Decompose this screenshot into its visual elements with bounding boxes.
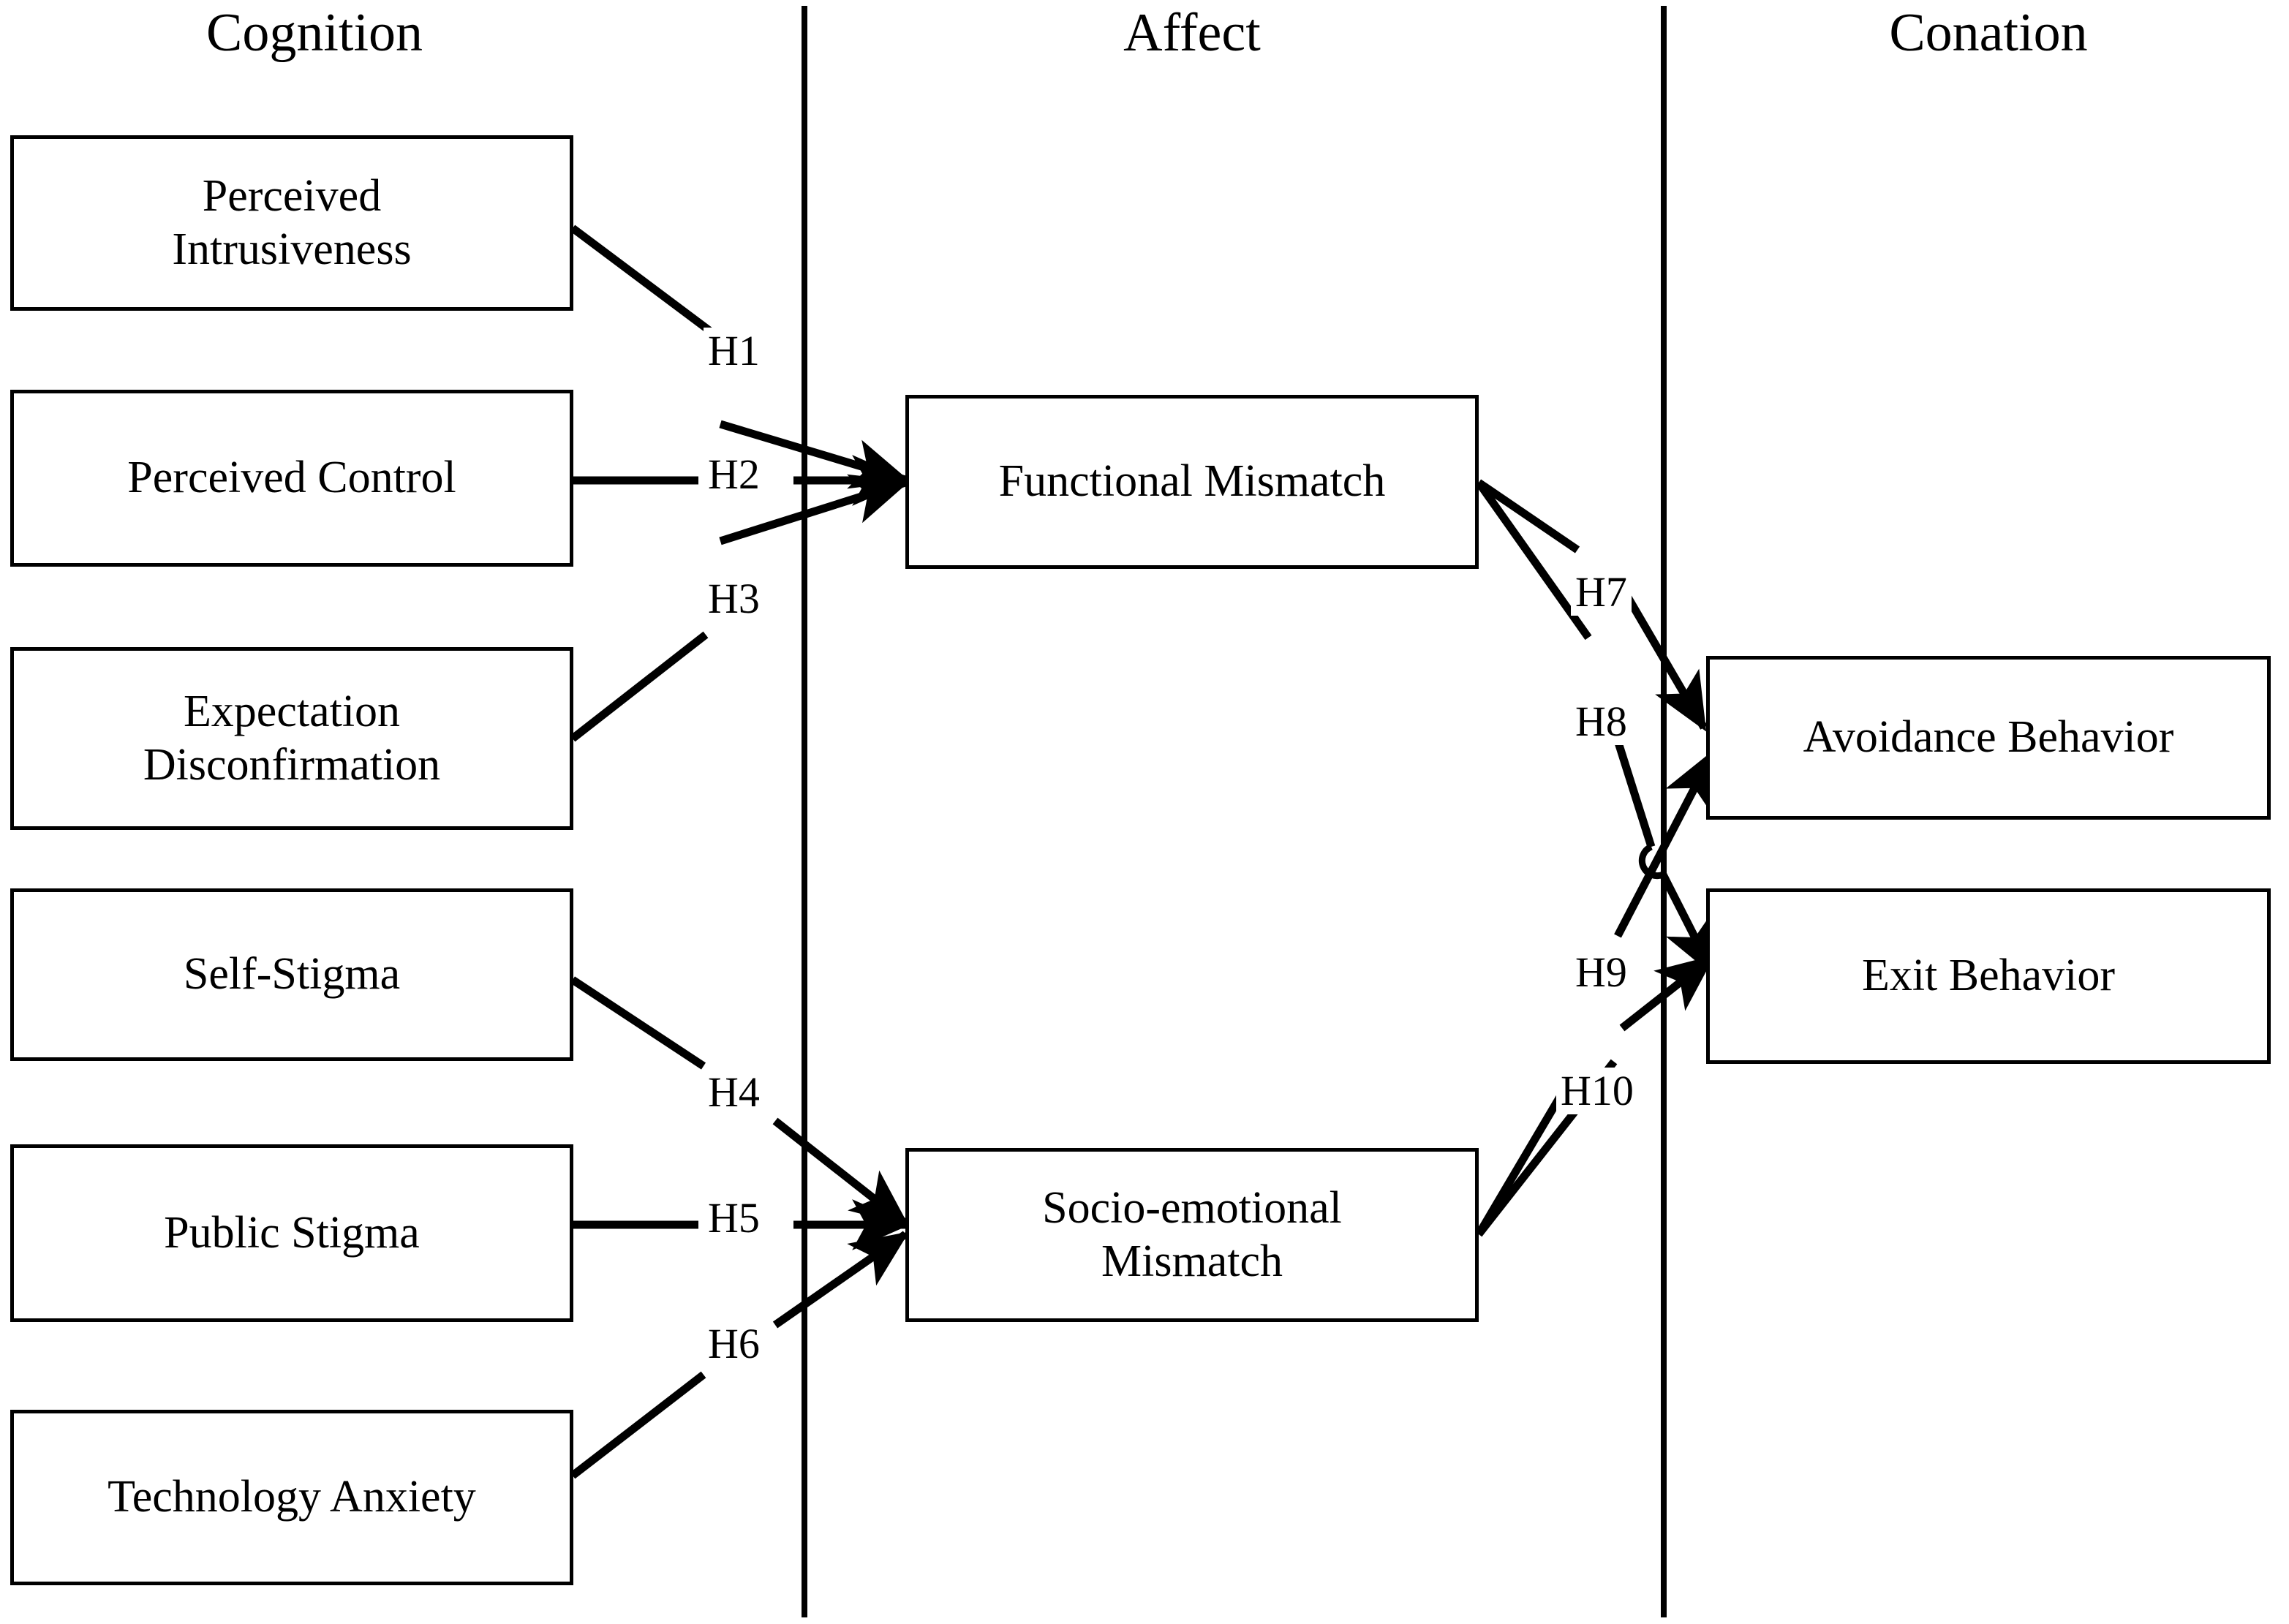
node-self-stigma[interactable]: Self-Stigma [10, 888, 573, 1061]
hypothesis-label-h7: H7 [1571, 569, 1632, 616]
edge-h6-a [570, 1371, 706, 1479]
node-label: Self-Stigma [183, 949, 401, 1000]
node-functional-mismatch[interactable]: Functional Mismatch [905, 395, 1479, 569]
node-label: Socio-emotional Mismatch [1042, 1182, 1342, 1286]
node-label: Technology Anxiety [108, 1472, 476, 1522]
edge-h3-b [719, 474, 910, 545]
column-title-cognition: Cognition [205, 3, 423, 63]
node-avoidance-behavior[interactable]: Avoidance Behavior [1706, 656, 2271, 820]
node-socio-emotional-mismatch[interactable]: Socio-emotional Mismatch [905, 1148, 1479, 1322]
node-label: Functional Mismatch [998, 456, 1386, 507]
node-exit-behavior[interactable]: Exit Behavior [1706, 888, 2271, 1064]
hypothesis-label-h10: H10 [1556, 1068, 1638, 1114]
node-expectation-disconfirmation[interactable]: Expectation Disconfirmation [10, 647, 573, 830]
edge-h8-b [1610, 730, 1656, 848]
edge-h9-b [1614, 749, 1716, 938]
node-label: Expectation Disconfirmation [143, 686, 441, 790]
hypothesis-label-h9: H9 [1571, 949, 1632, 996]
hypothesis-label-h3: H3 [704, 575, 764, 622]
edge-h7-a [1476, 479, 1580, 554]
edge-h1-a [570, 224, 712, 334]
node-label: Exit Behavior [1861, 951, 2116, 1001]
hypothesis-label-h6: H6 [704, 1321, 764, 1367]
edge-h8-a [1475, 480, 1592, 641]
hypothesis-label-h8: H8 [1571, 698, 1632, 745]
edge-h6-b [772, 1231, 910, 1329]
node-perceived-control[interactable]: Perceived Control [10, 390, 573, 567]
edge-h8-hop [1638, 843, 1664, 880]
node-label: Perceived Intrusiveness [172, 170, 412, 274]
column-title-conation: Conation [1889, 3, 2088, 63]
node-label: Public Stigma [164, 1207, 420, 1258]
node-perceived-intrusiveness[interactable]: Perceived Intrusiveness [10, 135, 573, 311]
node-technology-anxiety[interactable]: Technology Anxiety [10, 1410, 573, 1585]
edge-h3-a [570, 631, 709, 742]
node-public-stigma[interactable]: Public Stigma [10, 1144, 573, 1322]
hypothesis-label-h4: H4 [704, 1069, 764, 1116]
hypothesis-label-h1: H1 [704, 328, 764, 374]
edge-h4-b [772, 1117, 909, 1227]
hypothesis-label-h2: H2 [704, 451, 764, 498]
node-label: Perceived Control [127, 453, 456, 503]
hypothesis-label-h5: H5 [704, 1195, 764, 1242]
node-label: Avoidance Behavior [1803, 712, 2174, 763]
edge-h4-a [570, 976, 706, 1070]
edge-h10-b [1619, 954, 1715, 1032]
edge-h7-b [1621, 590, 1708, 732]
column-title-affect: Affect [1123, 3, 1261, 63]
